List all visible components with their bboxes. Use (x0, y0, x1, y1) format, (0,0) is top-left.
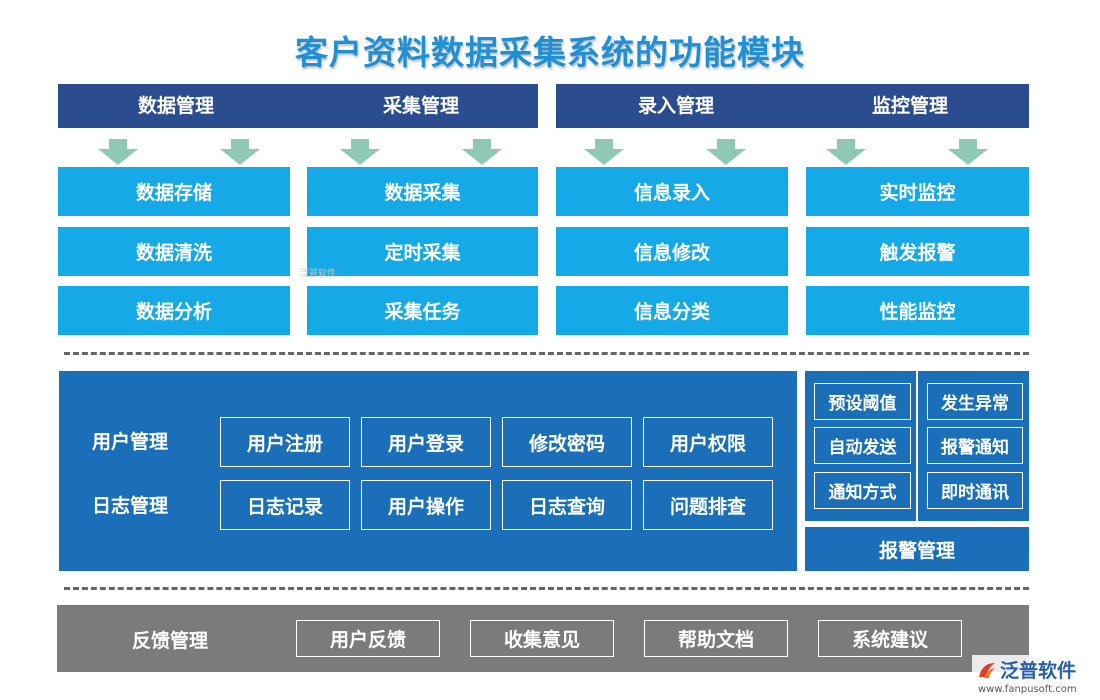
header-bar-right: 录入管理 监控管理 (556, 84, 1029, 128)
module-user-permission: 用户权限 (643, 417, 773, 467)
header-entry-management: 录入管理 (637, 95, 714, 117)
logo-text: 泛普软件 (1000, 660, 1077, 682)
module-collection-task: 采集任务 (307, 286, 538, 335)
module-data-analysis: 数据分析 (58, 286, 290, 335)
module-change-password: 修改密码 (502, 417, 632, 467)
module-system-suggestion: 系统建议 (818, 620, 962, 657)
down-arrow-icon (584, 139, 624, 165)
module-notify-method: 通知方式 (814, 472, 911, 509)
module-data-collection: 数据采集 (307, 167, 538, 216)
module-user-login: 用户登录 (361, 417, 491, 467)
module-exception-occurs: 发生异常 (927, 383, 1023, 420)
module-collect-opinions: 收集意见 (470, 620, 614, 657)
label-feedback-management: 反馈管理 (132, 630, 209, 652)
module-preset-threshold: 预设阈值 (814, 383, 911, 420)
module-log-query: 日志查询 (502, 480, 632, 530)
logo-url: www.fanpusoft.com (978, 684, 1077, 695)
module-info-classify: 信息分类 (556, 286, 788, 335)
label-log-management: 日志管理 (92, 495, 169, 517)
module-data-storage: 数据存储 (58, 167, 290, 216)
header-bar-left: 数据管理 采集管理 (58, 84, 538, 128)
module-data-cleaning: 数据清洗 (58, 227, 290, 276)
module-scheduled-collection: 定时采集 (307, 227, 538, 276)
feedback-panel (57, 605, 1029, 672)
label-user-management: 用户管理 (92, 431, 169, 453)
header-monitor-management: 监控管理 (871, 95, 948, 117)
user-log-panel (59, 371, 797, 571)
divider (64, 352, 1029, 355)
module-info-edit: 信息修改 (556, 227, 788, 276)
alarm-panel-divider (916, 371, 918, 521)
module-user-operation: 用户操作 (361, 480, 491, 530)
module-instant-messaging: 即时通讯 (927, 472, 1023, 509)
module-user-register: 用户注册 (220, 417, 350, 467)
divider (64, 587, 1029, 590)
module-realtime-monitor: 实时监控 (806, 167, 1029, 216)
label-alarm-management: 报警管理 (805, 527, 1029, 571)
down-arrow-icon (340, 139, 380, 165)
logo: 泛普软件 www.fanpusoft.com (972, 655, 1096, 697)
page-title: 客户资料数据采集系统的功能模块 (295, 33, 805, 72)
down-arrow-icon (220, 139, 260, 165)
down-arrow-icon (462, 139, 502, 165)
down-arrow-icon (948, 139, 988, 165)
module-troubleshooting: 问题排查 (643, 480, 773, 530)
down-arrow-icon (706, 139, 746, 165)
header-collection-management: 采集管理 (382, 95, 459, 117)
module-user-feedback: 用户反馈 (296, 620, 440, 657)
module-trigger-alarm: 触发报警 (806, 227, 1029, 276)
logo-mark-icon (976, 659, 998, 681)
module-auto-send: 自动发送 (814, 427, 911, 464)
down-arrow-icon (826, 139, 866, 165)
down-arrow-icon (98, 139, 138, 165)
module-alarm-notify: 报警通知 (927, 427, 1023, 464)
module-info-entry: 信息录入 (556, 167, 788, 216)
module-help-docs: 帮助文档 (644, 620, 788, 657)
header-data-management: 数据管理 (137, 95, 214, 117)
module-log-record: 日志记录 (220, 480, 350, 530)
watermark: 泛普软件 (300, 269, 337, 279)
module-performance-monitor: 性能监控 (806, 286, 1029, 335)
